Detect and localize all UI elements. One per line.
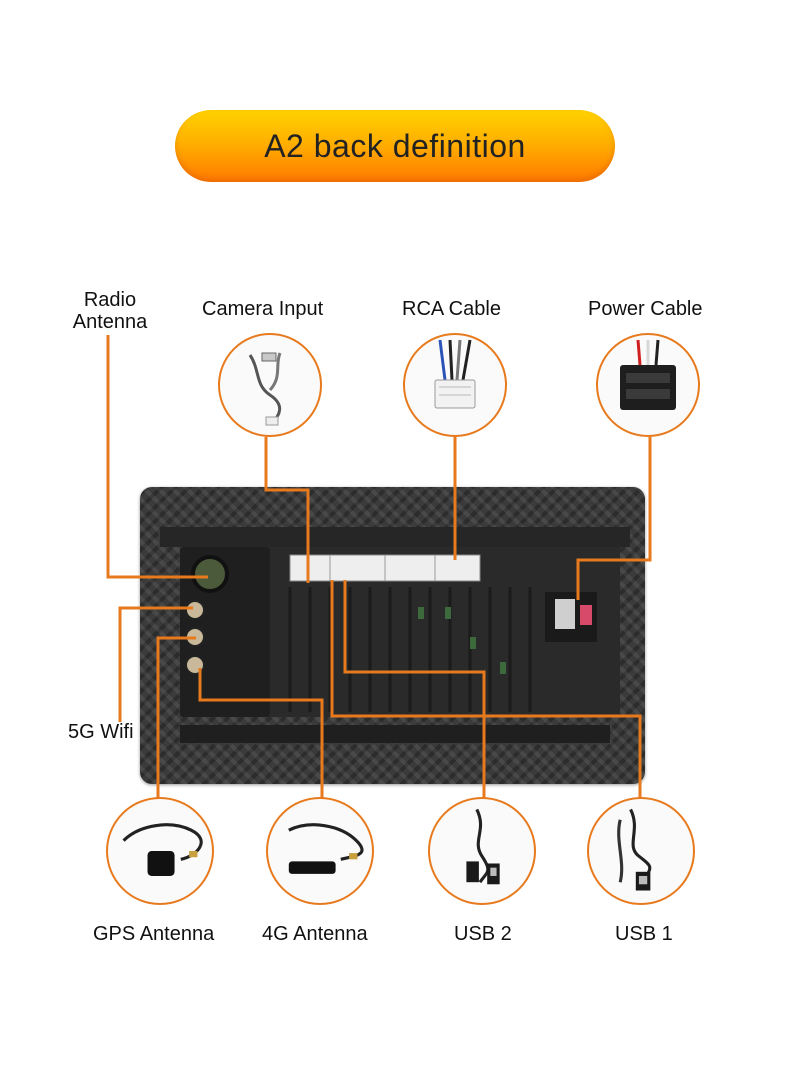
camera-input-photo [218, 333, 322, 437]
page-title: A2 back definition [264, 127, 526, 164]
label-radio-antenna: Radio Antenna [68, 289, 152, 333]
head-unit-details [160, 527, 630, 743]
label-usb2: USB 2 [454, 923, 512, 945]
label-4g-antenna: 4G Antenna [262, 923, 368, 945]
head-unit-back [140, 487, 645, 784]
camera-cable-image [248, 352, 282, 426]
4g-antenna-photo [266, 797, 374, 905]
power-cable-photo [596, 333, 700, 437]
power-connector-image [620, 339, 676, 410]
label-5g-wifi: 5G Wifi [68, 721, 134, 743]
label-gps-antenna: GPS Antenna [93, 923, 215, 945]
label-radio-antenna-line2: Antenna [72, 311, 148, 333]
4g-antenna-image [288, 823, 364, 874]
gps-antenna-image [122, 823, 203, 876]
usb2-cable-image [466, 808, 500, 885]
usb1-cable-image [617, 808, 652, 891]
label-power-cable: Power Cable [588, 298, 703, 320]
rca-connector-image [434, 339, 476, 409]
gps-antenna-photo [106, 797, 214, 905]
usb2-photo [428, 797, 536, 905]
usb1-photo [587, 797, 695, 905]
label-usb1: USB 1 [615, 923, 673, 945]
label-radio-antenna-line1: Radio [83, 289, 137, 311]
title-banner: A2 back definition [175, 110, 615, 182]
rca-cable-photo [403, 333, 507, 437]
label-camera-input: Camera Input [202, 298, 324, 320]
label-rca-cable: RCA Cable [402, 298, 501, 320]
